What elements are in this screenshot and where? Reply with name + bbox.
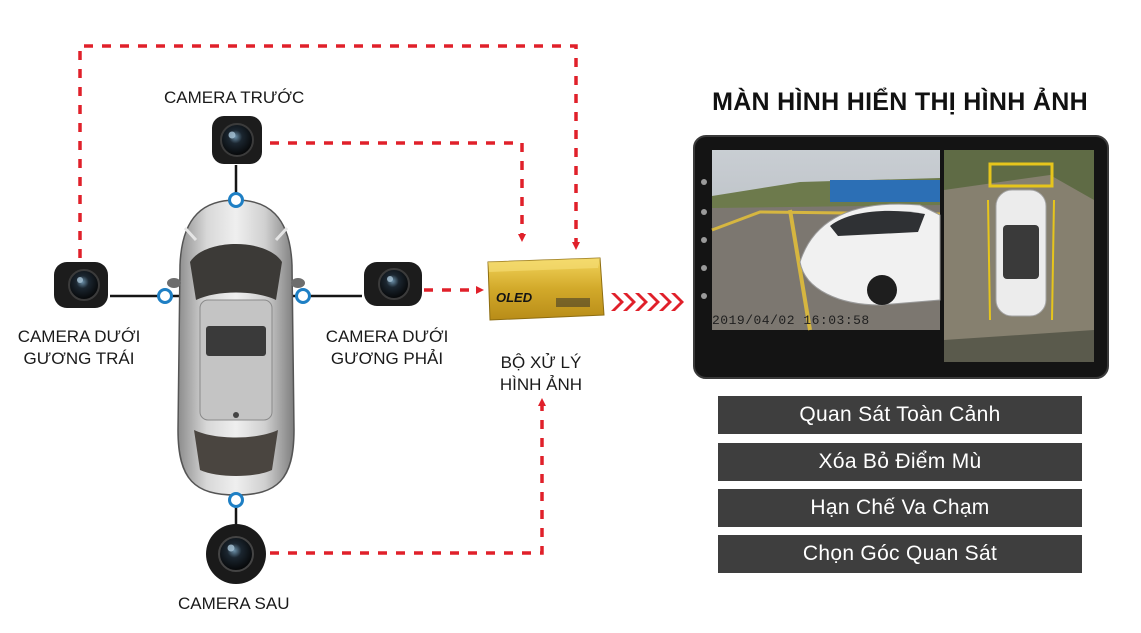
processor-brand-logo: OLED	[496, 290, 533, 305]
processor-box-icon	[487, 257, 605, 321]
label-camera-rear: CAMERA SAU	[178, 594, 290, 613]
label-processor-line2: HÌNH ẢNH	[499, 375, 583, 394]
camera-view-front	[711, 150, 941, 331]
label-processor-line1: BỘ XỬ LÝ	[500, 353, 582, 372]
label-camera-front: CAMERA TRƯỚC	[164, 88, 305, 107]
screen-timestamp: 2019/04/02 16:03:58	[712, 313, 870, 328]
feature-item-remove-blind-spot: Xóa Bỏ Điểm Mù	[718, 443, 1082, 481]
label-camera-right-line1: CAMERA DƯỚI	[325, 327, 449, 346]
label-camera-left-line1: CAMERA DƯỚI	[17, 327, 141, 346]
camera-left-icon	[54, 262, 108, 308]
feature-item-panoramic-view: Quan Sát Toàn Cảnh	[718, 396, 1082, 434]
output-chevrons	[611, 293, 684, 311]
car-icon	[167, 199, 305, 496]
camera-front-icon	[212, 116, 262, 164]
feature-item-choose-view-angle: Chọn Góc Quan Sát	[718, 535, 1082, 573]
camera-view-top	[944, 150, 1094, 362]
arrow-front-camera-to-processor	[270, 141, 526, 242]
camera-rear-icon	[206, 524, 266, 584]
arrow-left-camera-to-processor	[78, 44, 580, 258]
label-camera-left: CAMERA DƯỚI GƯƠNG TRÁI	[16, 326, 142, 370]
screen-title: MÀN HÌNH HIỂN THỊ HÌNH ẢNH	[712, 88, 1088, 116]
arrow-rear-camera-to-processor	[270, 398, 546, 555]
label-camera-left-line2: GƯƠNG TRÁI	[23, 349, 135, 368]
signal-arrows	[78, 44, 580, 555]
camera-right-icon	[364, 262, 422, 306]
monitor-icon	[693, 135, 1109, 379]
label-processor: BỘ XỬ LÝ HÌNH ẢNH	[486, 352, 596, 396]
connector-nodes	[157, 192, 311, 508]
feature-item-limit-collision: Hạn Chế Va Chạm	[718, 489, 1082, 527]
label-camera-right-line2: GƯƠNG PHẢI	[330, 349, 444, 368]
label-camera-right: CAMERA DƯỚI GƯƠNG PHẢI	[322, 326, 452, 370]
